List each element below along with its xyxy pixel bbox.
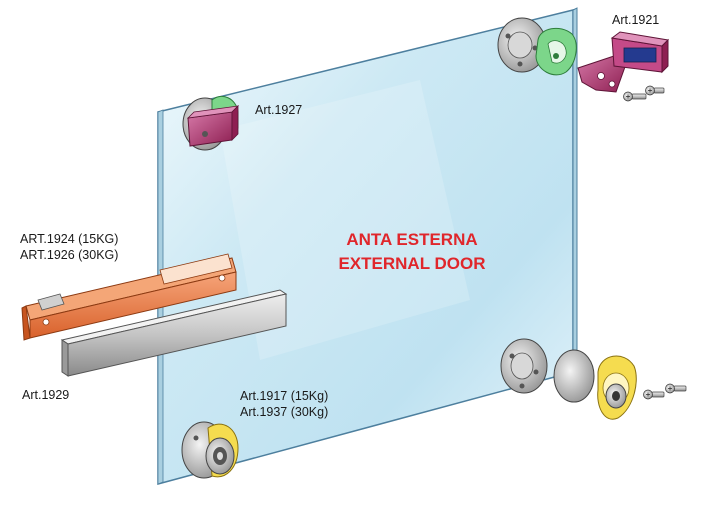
label-art1917: Art.1917 (15Kg)	[240, 389, 329, 403]
roller-art1917-1937	[181, 421, 239, 479]
fitting-art1927	[182, 96, 240, 151]
label-art1926: ART.1926 (30KG)	[20, 248, 119, 262]
bottom-right-fitting	[500, 338, 548, 394]
screw-pair-bottom	[643, 383, 687, 400]
label-art1927: Art.1927	[255, 103, 303, 117]
label-art1924: ART.1924 (15KG)	[20, 232, 119, 246]
label-art1921: Art.1921	[612, 13, 660, 27]
bracket-art1921	[577, 31, 670, 93]
door-title-it: ANTA ESTERNA	[346, 230, 478, 249]
door-title-en: EXTERNAL DOOR	[338, 254, 486, 273]
damper-art1924-1926	[21, 253, 237, 341]
yellow-wheel-bracket	[597, 355, 637, 420]
top-right-fitting	[497, 17, 577, 76]
profile-art1929	[60, 289, 288, 377]
door-title: ANTA ESTERNA EXTERNAL DOOR	[322, 228, 502, 276]
label-art1929: Art.1929	[22, 388, 70, 402]
glass-door-panel	[157, 7, 578, 485]
label-art1937: Art.1937 (30Kg)	[240, 405, 329, 419]
cover-disc	[553, 349, 595, 403]
screw-pair-top	[623, 85, 665, 102]
